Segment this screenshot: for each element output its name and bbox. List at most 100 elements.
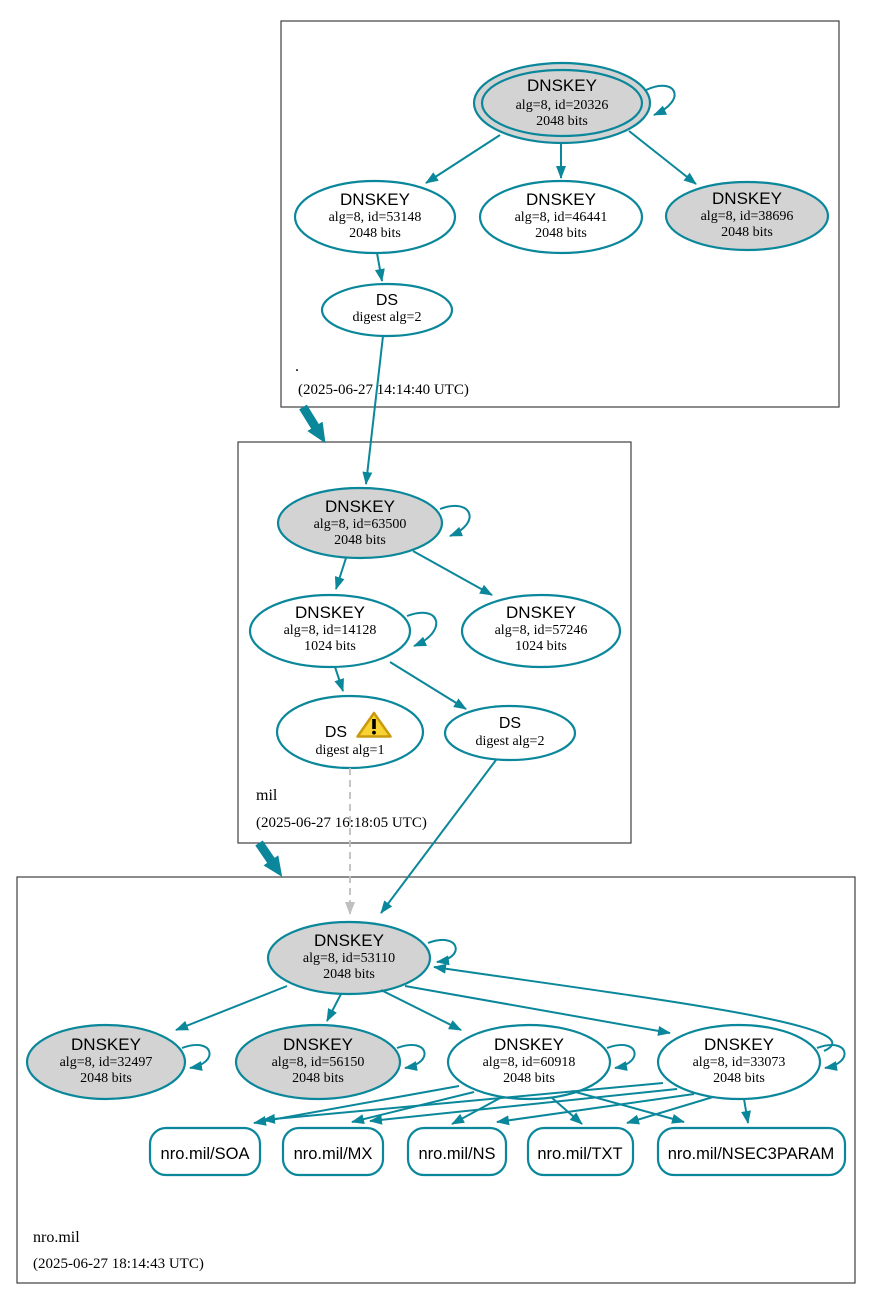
rrset-node-soa[interactable]: nro.mil/SOA (148, 1126, 262, 1177)
dnskey-38696-alg: alg=8, id=38696 (701, 209, 794, 224)
dnskey-node-53148[interactable]: DNSKEY alg=8, id=53148 2048 bits (293, 179, 457, 255)
edge-20326-to-38696 (628, 130, 697, 185)
dnskey-63500-bits: 2048 bits (334, 533, 386, 548)
zone-label-mil: mil (256, 787, 278, 804)
edge-33073-to-txt (626, 1096, 714, 1125)
ds-root-ellipse[interactable] (320, 282, 454, 338)
dnskey-53110-bits: 2048 bits (323, 967, 375, 982)
ds-root-digest: digest alg=2 (353, 310, 422, 325)
dnskey-53148-label: DNSKEY (340, 190, 410, 209)
edge-20326-to-53148 (425, 134, 501, 184)
dnskey-56150-bits: 2048 bits (292, 1071, 344, 1086)
rrset-txt-box[interactable] (526, 1126, 635, 1177)
edge-ds-root-to-dnskey-63500 (362, 335, 384, 485)
dnskey-53110-ellipse[interactable] (266, 920, 432, 996)
dnskey-node-60918[interactable]: DNSKEY alg=8, id=60918 2048 bits (446, 1023, 612, 1101)
dnskey-56150-label: DNSKEY (283, 1035, 353, 1054)
dnskey-57246-alg: alg=8, id=57246 (495, 623, 588, 638)
self-loop-60918 (606, 1043, 636, 1071)
dnskey-node-32497[interactable]: DNSKEY alg=8, id=32497 2048 bits (25, 1023, 187, 1101)
zone-box-nro-mil (16, 876, 856, 1284)
dnskey-33073-ellipse[interactable] (656, 1023, 822, 1101)
rrset-node-txt[interactable]: nro.mil/TXT (526, 1126, 635, 1177)
edge-63500-to-57246 (412, 550, 493, 596)
dnskey-60918-ellipse[interactable] (446, 1023, 612, 1101)
dnskey-63500-ellipse[interactable] (276, 486, 444, 560)
ds-root-label: DS (376, 292, 398, 309)
dnskey-node-46441[interactable]: DNSKEY alg=8, id=46441 2048 bits (478, 179, 644, 255)
ds-mil-alg1-digest: digest alg=1 (316, 743, 385, 758)
dnskey-node-57246[interactable]: DNSKEY alg=8, id=57246 1024 bits (460, 593, 622, 669)
dnskey-14128-label: DNSKEY (295, 603, 365, 622)
dnskey-57246-ellipse[interactable] (460, 593, 622, 669)
ds-node-mil-alg1[interactable]: DS digest alg=1 (275, 694, 425, 770)
self-loop-14128 (406, 611, 438, 647)
dnskey-32497-alg: alg=8, id=32497 (60, 1055, 153, 1070)
ds-mil-alg2-ellipse[interactable] (443, 704, 577, 762)
edge-33073-to-ns (496, 1093, 695, 1126)
edge-14128-to-ds-alg1 (334, 666, 344, 692)
dnskey-53110-label: DNSKEY (314, 931, 384, 950)
dnskey-node-20326[interactable]: DNSKEY alg=8, id=20326 2048 bits (472, 61, 652, 145)
edge-53148-to-ds-root (374, 252, 385, 282)
dnskey-60918-alg: alg=8, id=60918 (483, 1055, 576, 1070)
dnskey-32497-bits: 2048 bits (80, 1071, 132, 1086)
dnskey-20326-label: DNSKEY (527, 76, 597, 95)
dnskey-node-14128[interactable]: DNSKEY alg=8, id=14128 1024 bits (248, 593, 412, 669)
edge-53110-to-33073 (404, 985, 671, 1036)
dnskey-32497-ellipse[interactable] (25, 1023, 187, 1101)
zone-label-nro-mil: nro.mil (33, 1229, 80, 1246)
dnskey-node-53110[interactable]: DNSKEY alg=8, id=53110 2048 bits (266, 920, 432, 996)
dnskey-63500-alg: alg=8, id=63500 (314, 517, 407, 532)
rrset-node-mx[interactable]: nro.mil/MX (281, 1126, 385, 1177)
dnskey-14128-ellipse[interactable] (248, 593, 412, 669)
dnskey-38696-ellipse[interactable] (664, 180, 830, 252)
edge-14128-to-ds-alg2 (389, 661, 467, 710)
rrset-node-nsec3param[interactable]: nro.mil/NSEC3PARAM (656, 1126, 847, 1177)
edge-33073-to-nsec3param (741, 1098, 751, 1124)
rrset-mx-box[interactable] (281, 1126, 385, 1177)
edge-53110-to-32497 (175, 985, 288, 1031)
self-loop-53110 (427, 938, 457, 966)
ds-mil-alg2-label: DS (499, 715, 521, 732)
self-loop-63500 (439, 504, 471, 537)
dnskey-14128-bits: 1024 bits (304, 639, 356, 654)
rrset-nsec3param-box[interactable] (656, 1126, 847, 1177)
rrset-ns-label: nro.mil/NS (418, 1145, 495, 1163)
dnskey-46441-alg: alg=8, id=46441 (515, 210, 608, 225)
edge-33073-to-53110 (433, 963, 834, 1052)
edge-60918-to-nsec3param (571, 1090, 685, 1124)
edge-63500-to-14128 (334, 557, 347, 590)
edge-ds-alg2-to-53110 (380, 759, 497, 914)
dnskey-node-63500[interactable]: DNSKEY alg=8, id=63500 2048 bits (276, 486, 444, 560)
dnskey-node-56150[interactable]: DNSKEY alg=8, id=56150 2048 bits (234, 1023, 402, 1101)
rrset-txt-label: nro.mil/TXT (537, 1145, 622, 1163)
rrset-soa-box[interactable] (148, 1126, 262, 1177)
zone-label-root: . (295, 358, 299, 375)
ds-node-mil-alg2[interactable]: DS digest alg=2 (443, 704, 577, 762)
rrset-node-ns[interactable]: nro.mil/NS (406, 1126, 508, 1177)
dnskey-20326-inner-ellipse (480, 68, 644, 138)
dnskey-60918-bits: 2048 bits (503, 1071, 555, 1086)
rrset-ns-box[interactable] (406, 1126, 508, 1177)
dnskey-node-33073[interactable]: DNSKEY alg=8, id=33073 2048 bits (656, 1023, 822, 1101)
edge-53110-to-60918 (380, 989, 462, 1031)
self-loop-33073 (816, 1043, 846, 1071)
dnskey-46441-ellipse[interactable] (478, 179, 644, 255)
dnskey-53148-ellipse[interactable] (293, 179, 457, 255)
rrset-nsec3param-label: nro.mil/NSEC3PARAM (668, 1145, 835, 1163)
edge-33073-to-mx (369, 1088, 678, 1125)
dnskey-46441-bits: 2048 bits (535, 226, 587, 241)
dnskey-node-38696[interactable]: DNSKEY alg=8, id=38696 2048 bits (664, 180, 830, 252)
dnskey-32497-label: DNSKEY (71, 1035, 141, 1054)
edge-53110-to-56150 (326, 993, 342, 1022)
ds-mil-alg2-digest: digest alg=2 (476, 734, 545, 749)
dnskey-38696-bits: 2048 bits (721, 225, 773, 240)
ds-node-root[interactable]: DS digest alg=2 (320, 282, 454, 338)
dnskey-56150-ellipse[interactable] (234, 1023, 402, 1101)
dnskey-33073-alg: alg=8, id=33073 (693, 1055, 786, 1070)
dnskey-63500-label: DNSKEY (325, 497, 395, 516)
zone-timestamp-mil: (2025-06-27 16:18:05 UTC) (256, 815, 427, 831)
delegation-arrow-root-to-mil (299, 404, 326, 444)
